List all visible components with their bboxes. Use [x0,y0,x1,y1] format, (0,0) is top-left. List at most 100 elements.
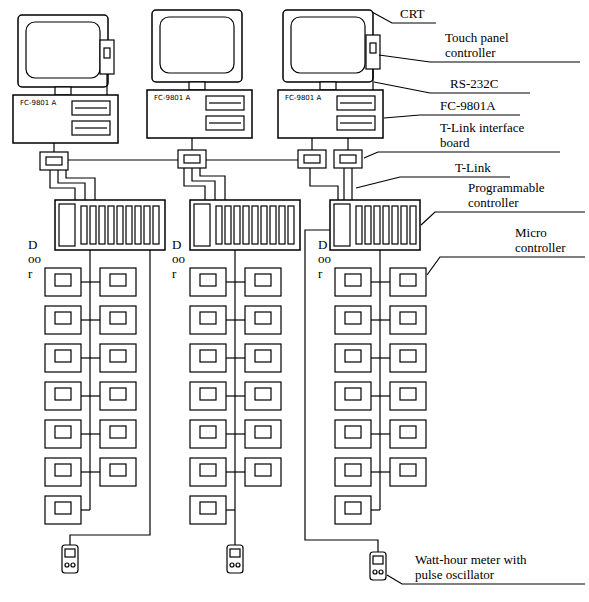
micro-controller [245,382,281,410]
label-slot: FC-9801 A [154,94,190,102]
t-link-cable [184,168,205,200]
interface-board [298,150,326,168]
io-module [243,206,249,244]
callout-label: Touch panel controller [445,30,545,60]
model-plate: FC-9801 A [20,99,56,107]
micro-controller-display [200,312,216,324]
micro-controller [245,344,281,372]
callout-label: RS-232C [450,76,498,91]
micro-controller-display [255,426,271,438]
signal-wire [380,319,390,320]
label-slot: FC-9801 A [20,99,56,107]
signal-wire [235,471,245,472]
signal-wire [81,509,90,510]
micro-controller [390,382,426,410]
micro-controller [335,458,371,486]
board-cable [311,138,312,150]
micro-controller-display [255,312,271,324]
signal-wire [226,319,235,320]
micro-controller [190,382,226,410]
io-module [374,206,380,244]
programmable-controller [330,200,420,250]
personal-computer [147,10,252,138]
door-label: Door [28,238,41,281]
t-link-cable [206,159,298,160]
meter-dial [65,549,75,557]
micro-controller [100,268,136,296]
board-cable [347,138,348,150]
micro-controller-display [55,350,71,362]
signal-wire [371,281,380,282]
disk-slot [340,122,372,123]
watt-hour-meter [227,545,243,573]
io-module [288,206,294,244]
io-module [410,206,416,244]
rs232c-cable [106,74,107,95]
micro-controller [45,344,81,372]
meter-terminal [379,570,383,574]
micro-controller-display [110,388,126,400]
power-module [194,204,210,246]
io-module [99,206,105,244]
micro-controller-display [345,464,361,476]
model-plate: FC-9801 A [154,94,190,102]
micro-controller [390,306,426,334]
label-slot: Door [318,238,331,281]
power-module [59,204,75,246]
label-slot: T-Link interface board [440,120,550,150]
board-cable [191,138,192,150]
crt-monitor [18,15,108,87]
touch-panel-detail [104,48,110,58]
micro-controller-display [255,388,271,400]
micro-controller-display [400,274,416,286]
io-module [81,206,87,244]
signal-wire [380,395,390,396]
callout-label: CRT [400,6,425,21]
disk-drive [72,101,110,115]
micro-controller [45,420,81,448]
micro-controller-display [110,464,126,476]
signal-wire [371,433,380,434]
micro-controller [335,420,371,448]
micro-controller [245,268,281,296]
io-module [365,206,371,244]
disk-slot [75,107,107,108]
model-plate: FC-9801 A [285,94,321,102]
board-connector [46,157,62,165]
label-slot: FC-9801 A [285,94,321,102]
t-link-cable [351,168,352,200]
meter-dial [230,549,240,557]
pulse-wire [70,250,150,545]
monitor-stand [55,87,71,95]
t-link-cable [310,168,338,200]
signal-wire [90,281,100,282]
io-module [135,206,141,244]
label-slot: Door [172,238,185,281]
disk-slot [209,102,241,103]
micro-controller-display [400,426,416,438]
micro-controller-display [110,426,126,438]
micro-controller [335,382,371,410]
io-module [234,206,240,244]
micro-controller [100,382,136,410]
micro-controller-display [200,350,216,362]
signal-wire [380,433,390,434]
interface-board [40,152,68,170]
signal-wire [81,319,90,320]
leader-line [427,257,585,275]
callout-label: T-Link interface board [440,120,550,150]
signal-wire [90,357,100,358]
micro-controller [190,420,226,448]
leader-line [421,212,585,225]
signal-wire [235,319,245,320]
computer-base [278,90,383,138]
micro-controller [190,306,226,334]
t-link-cable [192,168,215,200]
signal-wire [371,319,380,320]
micro-controller [100,458,136,486]
io-module [383,206,389,244]
callout-label: Watt-hour meter with pulse oscillator [415,552,533,582]
signal-wire [226,281,235,282]
